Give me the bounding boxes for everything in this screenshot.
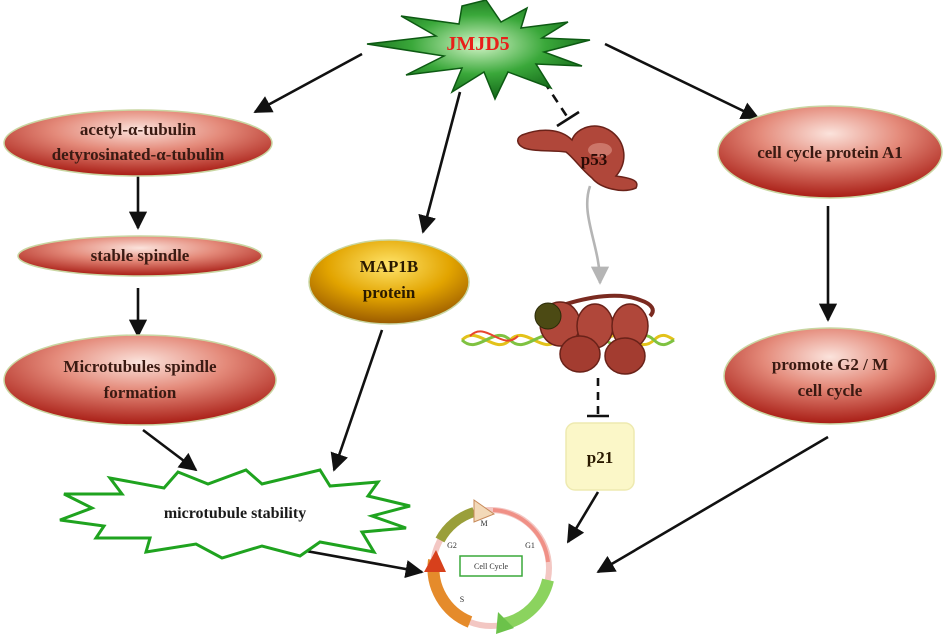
microtubules-spindle-line2: formation bbox=[104, 383, 177, 402]
arrow-jmjd5-to-tubulin bbox=[253, 52, 363, 114]
cell-cycle-center-label: Cell Cycle bbox=[474, 562, 508, 571]
cyclin-a1-ellipse bbox=[717, 105, 943, 199]
arrow-mt-formation-to-stability bbox=[142, 428, 198, 472]
microtubule-stability-node: microtubule stability bbox=[59, 468, 411, 560]
cyclin-a1-node: cell cycle protein A1 bbox=[717, 105, 943, 199]
arrow-map1b-to-stability bbox=[330, 329, 384, 472]
arrow-g2m-to-cell-cycle bbox=[596, 435, 829, 574]
protein-blob-5 bbox=[604, 337, 646, 375]
tubulin-node: acetyl-α-tubulin detyrosinated-α-tubulin bbox=[3, 109, 273, 177]
cyclin-a1-label: cell cycle protein A1 bbox=[757, 143, 903, 162]
cell-cycle-phase-m: M bbox=[480, 519, 487, 528]
map1b-node: MAP1B protein bbox=[308, 239, 470, 325]
p53-shape bbox=[517, 125, 638, 192]
microtubules-spindle-line1: Microtubules spindle bbox=[63, 357, 217, 376]
map1b-line1: MAP1B bbox=[360, 257, 419, 276]
cell-cycle-arrowhead-m bbox=[473, 499, 496, 523]
cell-cycle-phase-g2: G2 bbox=[447, 541, 457, 550]
p53-label: p53 bbox=[581, 150, 607, 169]
cell-cycle-arrowhead-s bbox=[496, 612, 514, 634]
dna-complex bbox=[460, 293, 675, 375]
inhibit-jmjd5-to-p53 bbox=[533, 67, 570, 119]
p53-protein: p53 bbox=[517, 125, 638, 192]
protein-tail bbox=[559, 293, 655, 318]
g2m-node: promote G2 / M cell cycle bbox=[723, 327, 937, 425]
map1b-ellipse bbox=[308, 239, 470, 325]
stable-spindle-node: stable spindle bbox=[17, 235, 263, 277]
p21-box bbox=[565, 422, 635, 491]
cell-cycle-arc-m bbox=[435, 507, 476, 543]
g2m-line2: cell cycle bbox=[798, 381, 863, 400]
stable-spindle-ellipse bbox=[17, 235, 263, 277]
tubulin-label-line2: detyrosinated-α-tubulin bbox=[52, 145, 225, 164]
protein-blob-4 bbox=[559, 335, 601, 373]
arrow-p53-to-dna bbox=[585, 185, 610, 285]
microtubules-spindle-ellipse bbox=[3, 334, 277, 426]
microtubules-spindle-node: Microtubules spindle formation bbox=[3, 334, 277, 426]
jmjd5-star-shape bbox=[366, 0, 591, 101]
p21-node: p21 bbox=[565, 422, 635, 491]
p21-label: p21 bbox=[587, 448, 613, 467]
connectors bbox=[128, 42, 838, 579]
stable-spindle-label: stable spindle bbox=[91, 246, 190, 265]
microtubule-stability-label: microtubule stability bbox=[164, 505, 306, 522]
tubulin-ellipse bbox=[3, 109, 273, 177]
dna-strand-3 bbox=[469, 330, 519, 342]
arrow-jmjd5-to-map1b bbox=[418, 91, 462, 234]
p53-highlight bbox=[588, 143, 612, 157]
cofactor-ball bbox=[534, 302, 562, 330]
arrow-p21-to-cell-cycle bbox=[566, 491, 600, 544]
jmjd5-starburst: JMJD5 bbox=[366, 0, 591, 101]
cell-cycle-icon: Cell Cycle G2 M G1 S bbox=[424, 499, 554, 634]
cell-cycle-arc-s bbox=[501, 578, 554, 630]
g2m-line1: promote G2 / M bbox=[772, 355, 888, 374]
microtubule-stability-starburst bbox=[59, 468, 411, 560]
tubulin-label-line1: acetyl-α-tubulin bbox=[80, 120, 197, 139]
cell-cycle-arrowhead-g2 bbox=[424, 550, 446, 572]
cell-cycle-arc-g1 bbox=[492, 508, 550, 563]
g2m-ellipse bbox=[723, 327, 937, 425]
cell-cycle-phase-s: S bbox=[460, 595, 464, 604]
arrow-jmjd5-to-cyclin-a1 bbox=[604, 42, 760, 120]
inhibit-jmjd5-to-p53-bar bbox=[556, 110, 580, 128]
cell-cycle-center-box bbox=[459, 555, 523, 577]
cell-cycle-phase-g1: G1 bbox=[525, 541, 535, 550]
map1b-line2: protein bbox=[363, 283, 416, 302]
jmjd5-label: JMJD5 bbox=[446, 33, 509, 55]
